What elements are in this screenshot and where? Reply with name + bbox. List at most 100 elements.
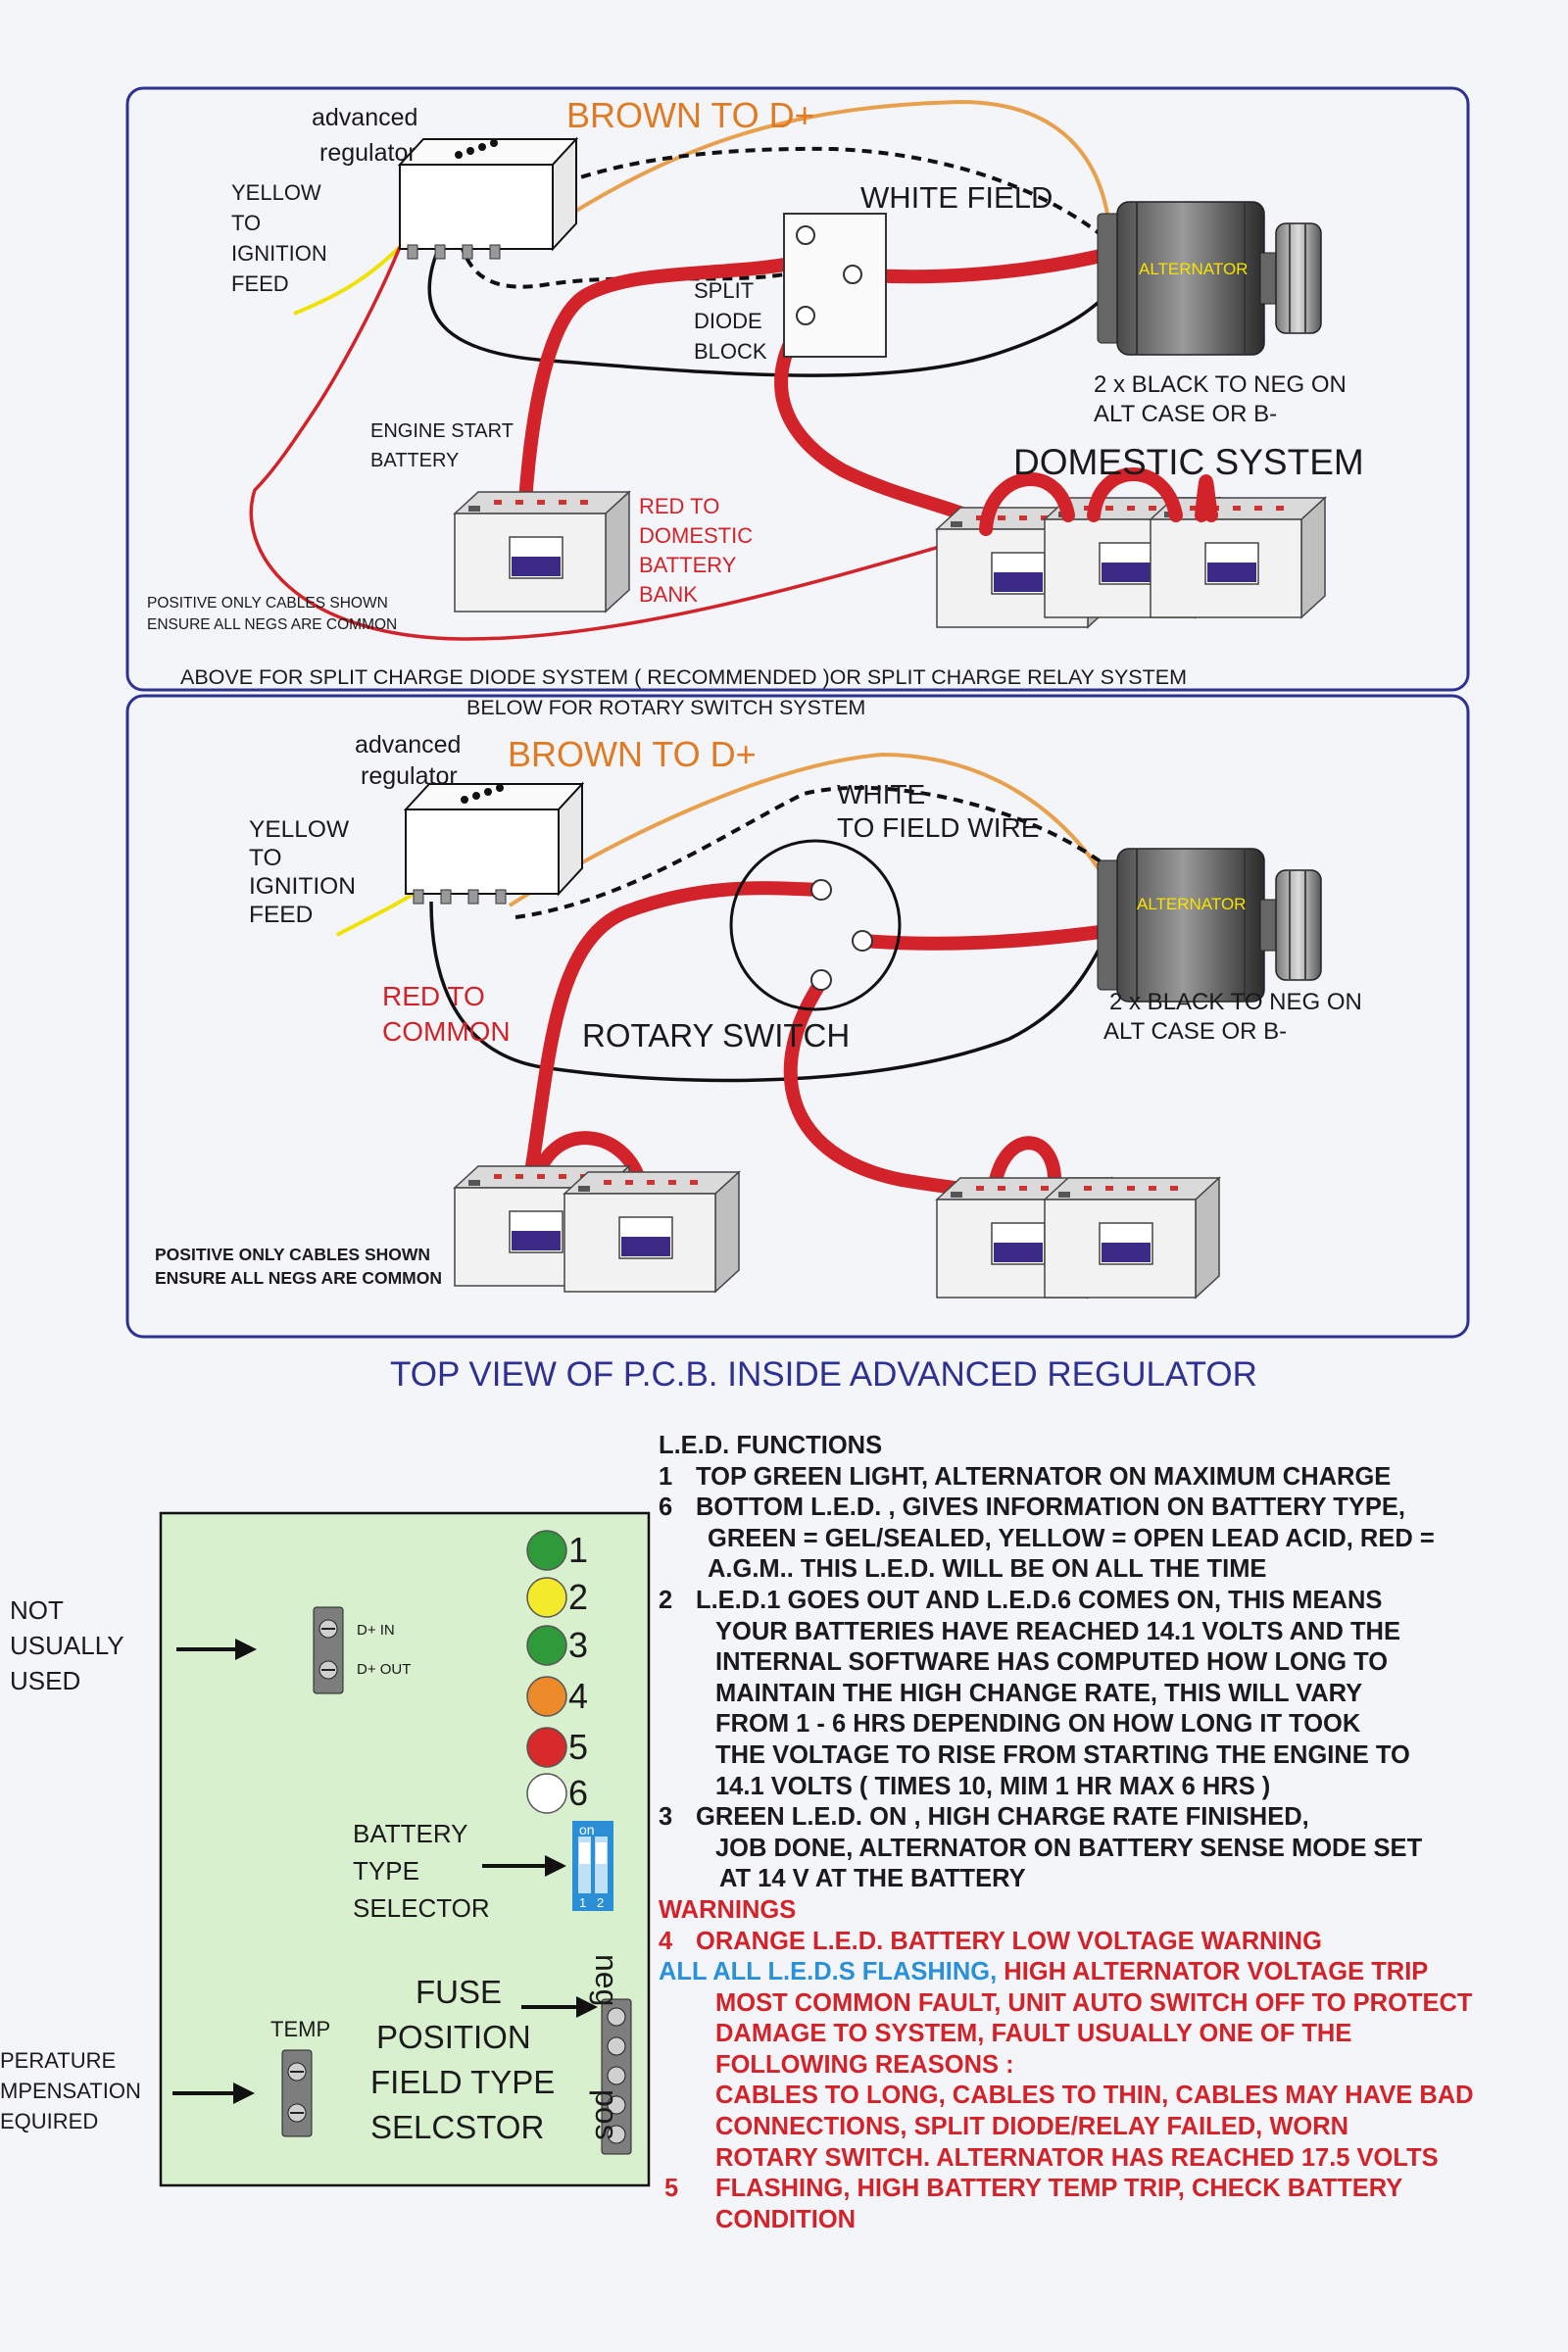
led-number-2: 2 xyxy=(568,1577,588,1617)
led-item-3-line: JOB DONE, ALTERNATOR ON BATTERY SENSE MO… xyxy=(715,1834,1423,1862)
led-item-all-line: DAMAGE TO SYSTEM, FAULT USUALLY ONE OF T… xyxy=(715,2020,1352,2048)
bottom-red-switch-alt-wire xyxy=(856,924,1114,951)
bottom-yellow-label: YELLOW TO IGNITION FEED xyxy=(249,816,363,928)
bottom-regulator-box xyxy=(405,783,583,905)
engine-start-label: ENGINE START BATTERY xyxy=(370,420,518,471)
battery-selector-label: BATTERY TYPE SELECTOR xyxy=(353,1819,490,1923)
bottom-engine-battery-2 xyxy=(564,1171,740,1293)
top-battery-link-2 xyxy=(1087,467,1183,522)
arrow-icon-not-used xyxy=(176,1639,257,1660)
bottom-panel-frame xyxy=(125,694,1470,1339)
bottom-domestic-battery-2 xyxy=(1044,1177,1220,1298)
split-diode-block xyxy=(783,213,887,358)
bottom-alternator xyxy=(1097,848,1322,1003)
top-battery-link-1 xyxy=(979,472,1075,536)
led-item-2-line: YOUR BATTERIES HAVE REACHED 14.1 VOLTS A… xyxy=(715,1617,1400,1645)
led-item-3-line: AT 14 V AT THE BATTERY xyxy=(719,1865,1026,1893)
pos-label: pos xyxy=(589,2089,624,2140)
led-item-2-line: INTERNAL SOFTWARE HAS COMPUTED HOW LONG … xyxy=(715,1648,1389,1677)
led-item-6-line: GREEN = GEL/SEALED, YELLOW = OPEN LEAD A… xyxy=(708,1524,1435,1552)
led-number-4: 4 xyxy=(568,1676,588,1716)
top-alternator xyxy=(1097,201,1322,356)
led-item-all-line: MOST COMMON FAULT, UNIT AUTO SWITCH OFF … xyxy=(715,1988,1473,2017)
rotary-switch xyxy=(729,839,902,1011)
top-panel-frame xyxy=(125,86,1470,692)
arrow-icon-selector xyxy=(482,1855,566,1877)
top-yellow-wire xyxy=(293,243,404,316)
neg-label: neg xyxy=(589,1954,624,2006)
led-item-2-line: FROM 1 - 6 HRS DEPENDING ON HOW LONG IT … xyxy=(715,1710,1361,1739)
temp-connector xyxy=(281,2049,313,2137)
bottom-regulator-label: advanced regulator xyxy=(355,731,467,790)
top-regulator-box xyxy=(399,138,577,260)
bottom-yellow-wire xyxy=(336,892,416,937)
bottom-white-label: WHITE TO FIELD WIRE xyxy=(837,779,1039,843)
dip-switch[interactable] xyxy=(572,1821,613,1911)
not-used-label: NOT USUALLY USED xyxy=(10,1595,130,1695)
led-6 xyxy=(526,1773,567,1814)
led-2 xyxy=(526,1577,567,1618)
bottom-alternator-label: ALTERNATOR xyxy=(1137,895,1246,913)
red-to-domestic-label: RED TO DOMESTIC BATTERY BANK xyxy=(639,494,759,607)
arrow-icon-temp xyxy=(172,2082,255,2104)
led-item-all-line: CABLES TO LONG, CABLES TO THIN, CABLES M… xyxy=(715,2082,1474,2110)
top-black-wire xyxy=(427,246,1109,377)
top-engine-battery xyxy=(454,491,630,612)
top-white-field-label: WHITE FIELD xyxy=(860,180,1053,215)
led-1 xyxy=(526,1530,567,1571)
bottom-red-engine-wire xyxy=(528,1131,648,1193)
led-number-5: 5 xyxy=(568,1727,588,1767)
led-3 xyxy=(526,1625,567,1666)
bottom-brown-label: BROWN TO D+ xyxy=(508,734,757,774)
top-yellow-label: YELLOW TO IGNITION FEED xyxy=(231,180,333,296)
fuse-label: FUSE POSITION FIELD TYPE SELCSTOR xyxy=(370,1974,564,2145)
pcb-board xyxy=(159,1511,651,2187)
top-caption: ABOVE FOR SPLIT CHARGE DIODE SYSTEM ( RE… xyxy=(180,665,1187,689)
d-out-label: D+ OUT xyxy=(357,1661,411,1678)
dip-num-2: 2 xyxy=(597,1895,604,1910)
top-white-field-wire xyxy=(468,146,1103,249)
led-item-2-line: THE VOLTAGE TO RISE FROM STARTING THE EN… xyxy=(715,1740,1410,1769)
top-thin-red-wire xyxy=(249,246,981,641)
domestic-system-label: DOMESTIC SYSTEM xyxy=(1013,442,1364,482)
top-red-diode-alt-wire xyxy=(846,248,1112,284)
top-brown-wire xyxy=(542,99,1109,233)
bottom-red-common-wire xyxy=(520,881,826,1202)
temp-comp-label: PERATURE MPENSATION EQUIRED xyxy=(0,2048,147,2133)
led-item-all-line: FOLLOWING REASONS : xyxy=(715,2050,1014,2079)
led-item-all-line: CONNECTIONS, SPLIT DIODE/RELAY FAILED, W… xyxy=(715,2113,1349,2141)
top-alternator-label: ALTERNATOR xyxy=(1139,260,1248,278)
led-item-5-line: CONDITION xyxy=(715,2205,857,2233)
top-brown-label: BROWN TO D+ xyxy=(566,95,815,135)
top-dashed-reg-wire xyxy=(459,242,785,289)
top-note: POSITIVE ONLY CABLES SHOWN ENSURE ALL NE… xyxy=(147,595,397,633)
led-5 xyxy=(526,1727,567,1768)
bottom-red-domestic-link xyxy=(987,1136,1062,1200)
dip-num-1: 1 xyxy=(579,1895,586,1910)
bottom-white-wire xyxy=(514,785,1103,919)
led-item-2-line: 14.1 VOLTS ( TIMES 10, MIM 1 HR MAX 6 HR… xyxy=(715,1772,1271,1800)
bottom-black-wire xyxy=(429,901,1105,1083)
top-battery-link-3 xyxy=(1195,474,1218,522)
temp-label: TEMP xyxy=(270,2017,330,2041)
top-black-label: 2 x BLACK TO NEG ON ALT CASE OR B- xyxy=(1094,371,1353,427)
bottom-brown-wire xyxy=(508,752,1109,907)
led-item-6-line: A.G.M.. THIS L.E.D. WILL BE ON ALL THE T… xyxy=(708,1555,1267,1584)
pcb-title: TOP VIEW OF P.C.B. INSIDE ADVANCED REGUL… xyxy=(390,1355,1257,1394)
led-4 xyxy=(526,1676,567,1717)
bottom-note: POSITIVE ONLY CABLES SHOWN ENSURE ALL NE… xyxy=(155,1245,442,1288)
led-number-1: 1 xyxy=(568,1530,588,1570)
bottom-caption: BELOW FOR ROTARY SWITCH SYSTEM xyxy=(466,696,865,719)
d-in-label: D+ IN xyxy=(357,1622,395,1639)
top-red-main-wire xyxy=(516,256,803,542)
led-column xyxy=(526,1530,567,1814)
fuse-connector[interactable] xyxy=(601,1998,632,2155)
split-diode-label: SPLIT DIODE BLOCK xyxy=(694,278,768,364)
